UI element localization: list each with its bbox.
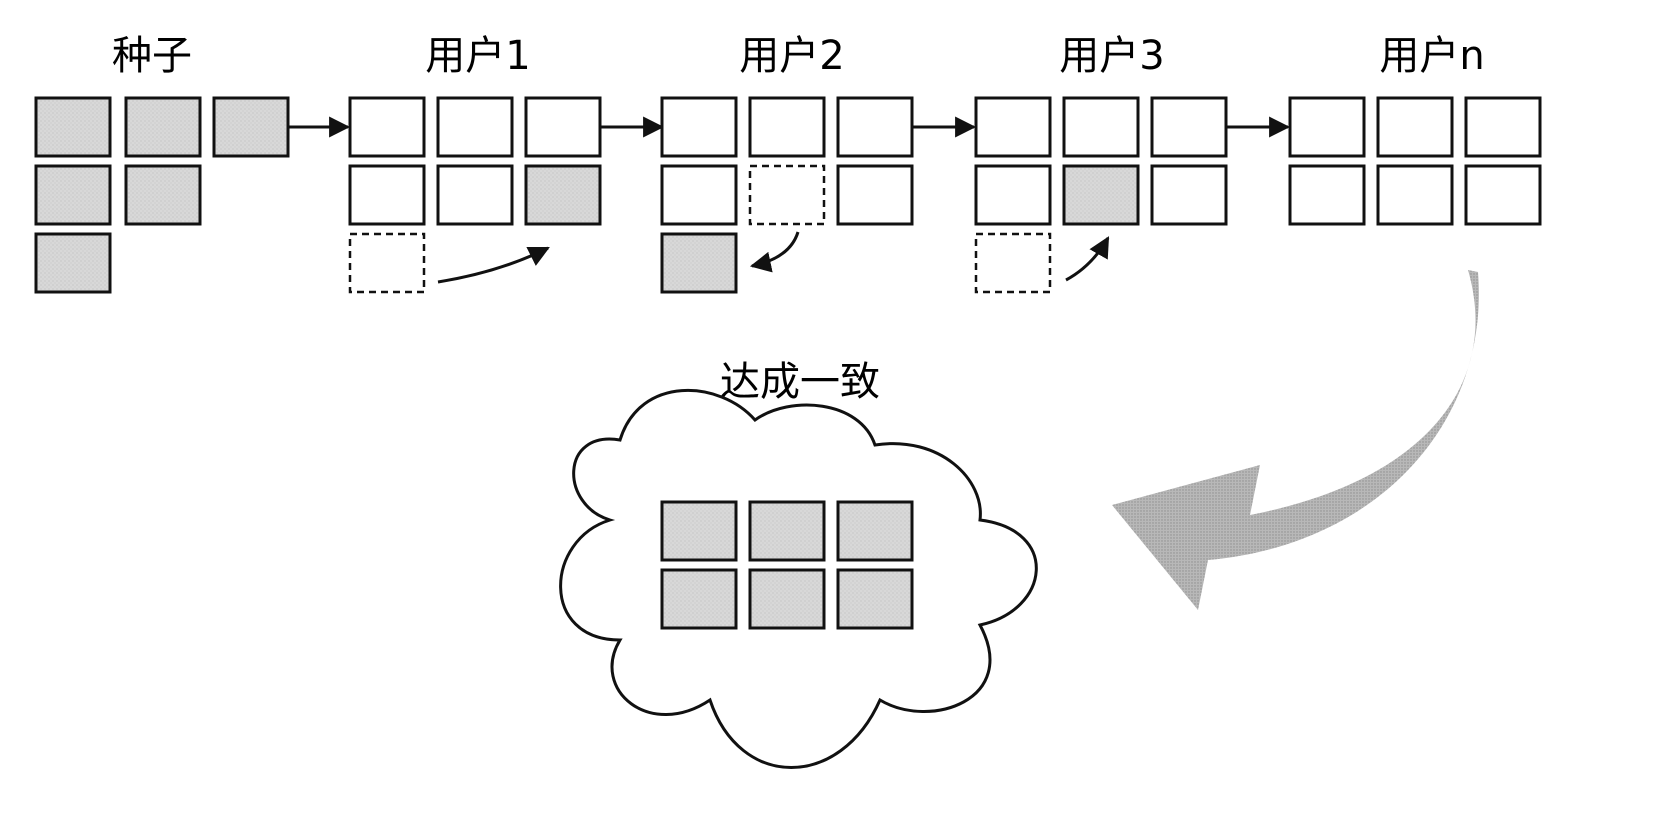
seed-block: [34, 232, 112, 294]
user3-source-slot: [974, 232, 1052, 294]
user1-group: [348, 96, 602, 294]
user3-group: [974, 96, 1228, 294]
seed-block: [124, 96, 202, 158]
user1-block: [436, 164, 514, 226]
usern-block: [1376, 164, 1454, 226]
user2-source-slot: [748, 164, 826, 226]
seed-block: [212, 96, 290, 158]
usern-block: [1288, 96, 1366, 158]
consensus-block: [836, 568, 914, 630]
user1-block: [436, 96, 514, 158]
user1-new-block: [524, 164, 602, 226]
usern-group: [1288, 96, 1542, 226]
user1-block: [348, 96, 426, 158]
seed-block: [34, 96, 112, 158]
user3-new-block: [1062, 164, 1140, 226]
user3-block: [1150, 164, 1228, 226]
consensus-block: [836, 500, 914, 562]
consensus-block: [660, 500, 738, 562]
user2-block: [748, 96, 826, 158]
consensus-label: 达成一致: [720, 359, 880, 405]
user1-block: [348, 164, 426, 226]
user3-label: 用户3: [1059, 33, 1165, 79]
big-curved-arrow-icon: [1112, 270, 1479, 610]
user2-move-arrow: [749, 231, 800, 273]
consensus-block: [660, 568, 738, 630]
seed-label: 种子: [112, 33, 192, 79]
user2-new-block: [660, 232, 738, 294]
user3-block: [974, 96, 1052, 158]
user1-label: 用户1: [425, 33, 531, 79]
user1-source-slot: [348, 232, 426, 294]
user3-block: [1150, 96, 1228, 158]
consensus-block: [748, 568, 826, 630]
usern-block: [1376, 96, 1454, 158]
seed-group: [34, 96, 290, 294]
user2-label: 用户2: [739, 33, 845, 79]
consensus-group: [660, 500, 914, 630]
usern-block: [1288, 164, 1366, 226]
user3-move-arrow: [1065, 236, 1110, 282]
user1-block: [524, 96, 602, 158]
usern-block: [1464, 164, 1542, 226]
user2-block: [660, 96, 738, 158]
seed-block: [124, 164, 202, 226]
user3-block: [1062, 96, 1140, 158]
usern-block: [1464, 96, 1542, 158]
user1-move-arrow: [437, 246, 550, 284]
user3-block: [974, 164, 1052, 226]
user2-block: [660, 164, 738, 226]
user2-block: [836, 96, 914, 158]
seed-block: [34, 164, 112, 226]
user2-block: [836, 164, 914, 226]
consensus-block: [748, 500, 826, 562]
user2-group: [660, 96, 914, 294]
usern-label: 用户n: [1379, 33, 1485, 79]
